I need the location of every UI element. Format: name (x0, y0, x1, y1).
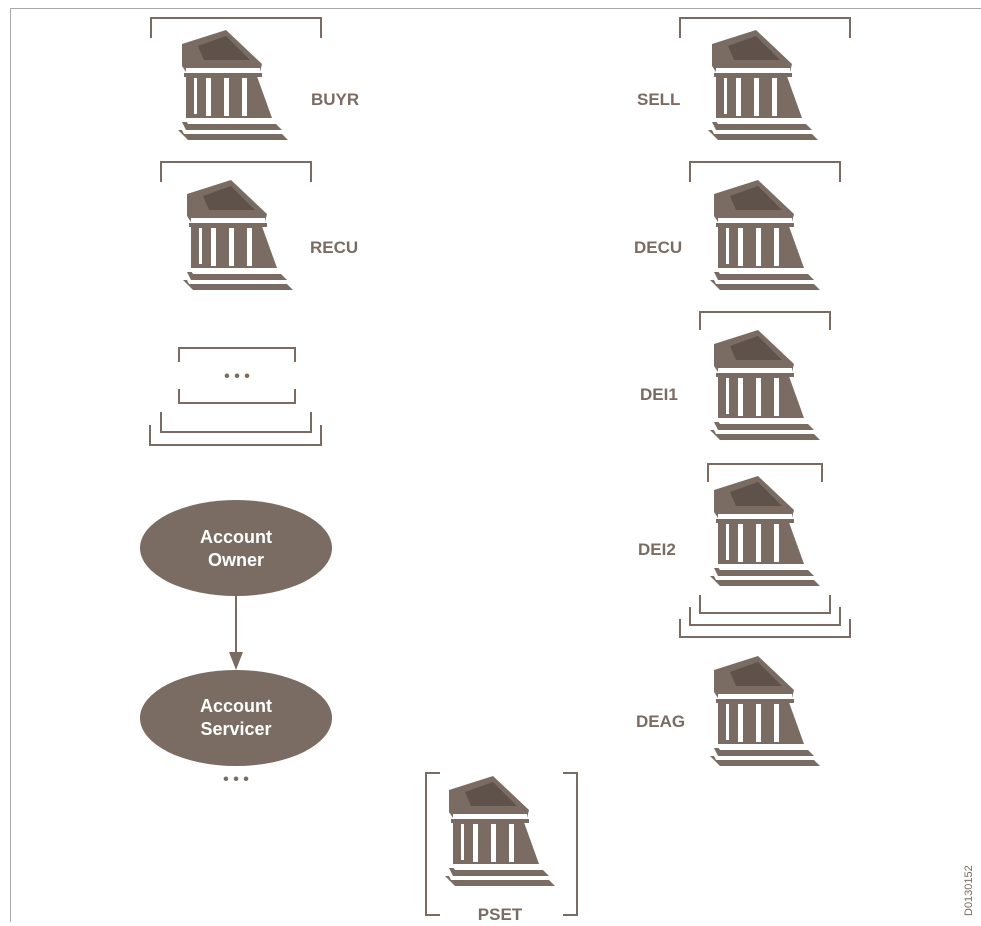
dei2-party: DEI2 (638, 463, 851, 638)
account-owner-line1: Account (200, 527, 272, 547)
bank-building-icon (710, 180, 820, 290)
account-owner-node: Account Owner (140, 500, 332, 596)
bank-building-icon (710, 656, 820, 766)
pset-label: PSET (478, 905, 523, 924)
account-servicer-line2: Servicer (200, 719, 271, 739)
sell-party: SELL (637, 17, 851, 140)
bank-building-icon (445, 776, 555, 886)
bank-building-icon (708, 30, 818, 140)
bank-building-icon (710, 476, 820, 586)
recu-bracket (160, 161, 312, 182)
account-servicer-node: Account Servicer (140, 670, 332, 766)
sell-label: SELL (637, 90, 680, 109)
buyr-bracket (150, 17, 322, 38)
dei2-bracket (707, 463, 823, 482)
bank-building-icon (710, 330, 820, 440)
account-owner-line2: Owner (208, 550, 264, 570)
bank-building-icon (178, 30, 288, 140)
account-servicer-line1: Account (200, 696, 272, 716)
recu-party: RECU (160, 161, 358, 290)
dei1-party: DEI1 (640, 311, 831, 440)
pset-bracket-left (425, 772, 440, 916)
figure-id: D0130152 (963, 865, 975, 916)
dei1-bracket (699, 311, 831, 330)
decu-party: DECU (634, 161, 841, 290)
buyr-party: BUYR (150, 17, 359, 140)
deag-party: DEAG (636, 656, 820, 766)
ellipsis-mid: • • • (224, 368, 250, 385)
ellipsis-bottom: • • • (223, 771, 249, 788)
pset-party: PSET (425, 772, 578, 924)
deag-label: DEAG (636, 712, 685, 731)
decu-label: DECU (634, 238, 682, 257)
bank-building-icon (183, 180, 293, 290)
sell-bracket (679, 17, 851, 38)
recu-label: RECU (310, 238, 358, 257)
buyr-label: BUYR (311, 90, 359, 109)
owner-to-servicer-arrow (229, 596, 243, 670)
dei1-label: DEI1 (640, 385, 678, 404)
dei2-label: DEI2 (638, 540, 676, 559)
intermediaries-placeholder: • • • (149, 347, 322, 446)
pset-bracket-right (563, 772, 578, 916)
decu-bracket (689, 161, 841, 182)
